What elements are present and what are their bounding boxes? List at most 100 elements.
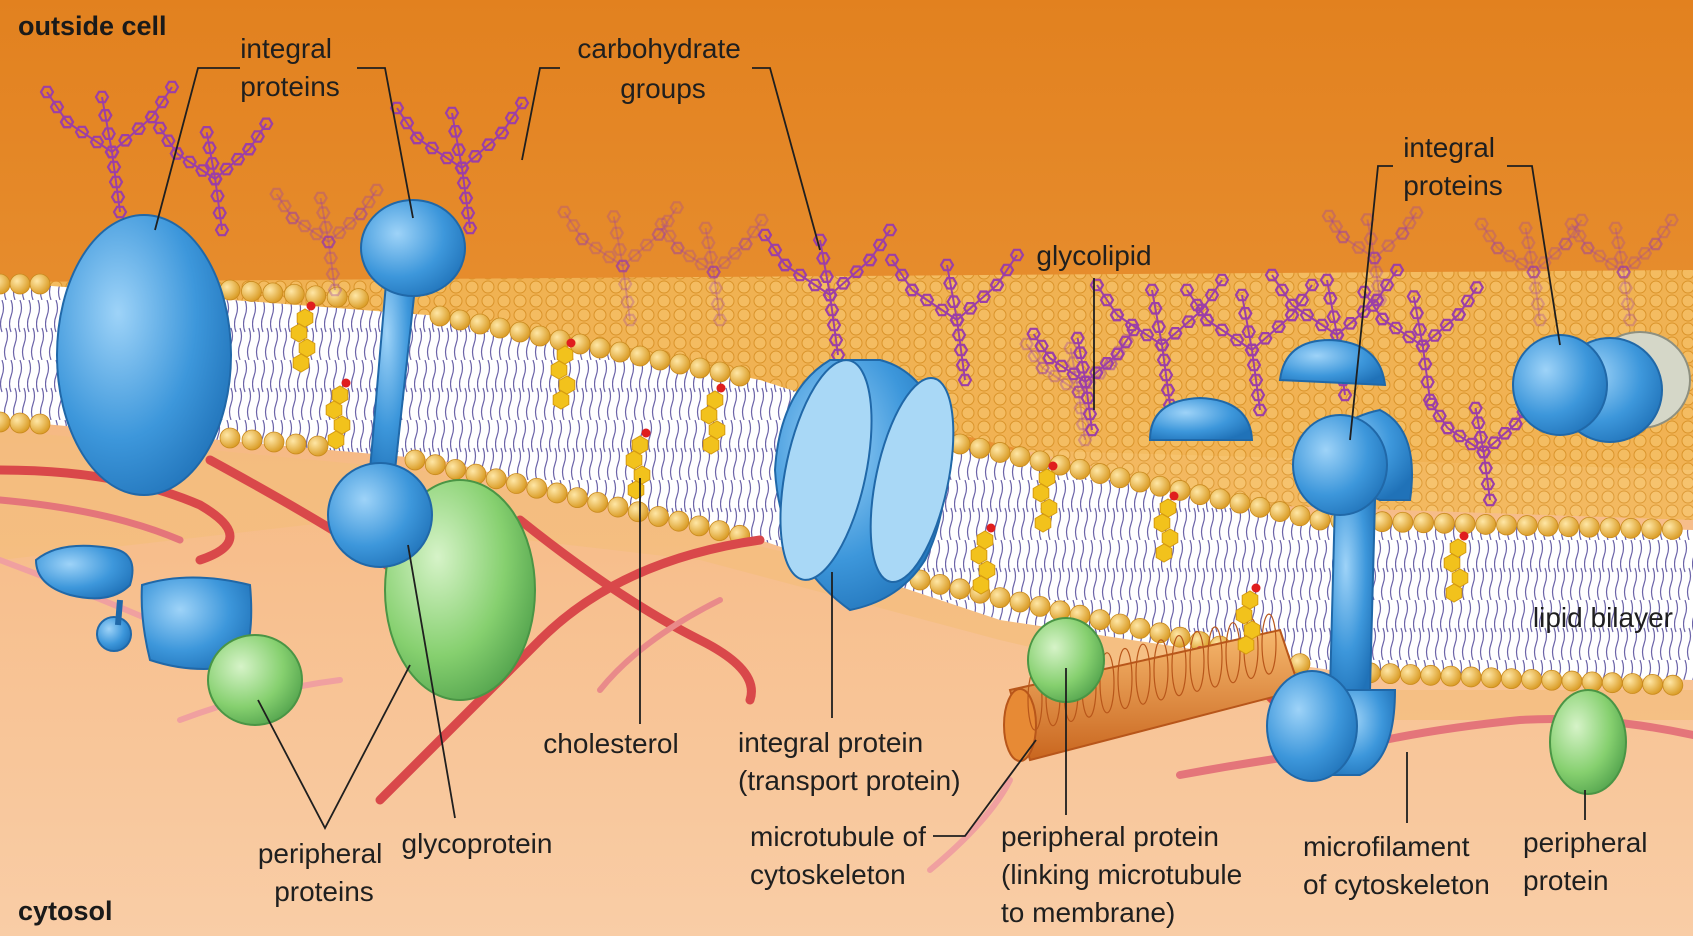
sugar-unit — [1664, 213, 1679, 227]
sugar-unit — [1482, 493, 1498, 507]
phospholipid-head — [241, 429, 263, 451]
sugar-unit — [1460, 294, 1476, 308]
sugar-unit — [1073, 346, 1088, 359]
phospholipid-head — [1578, 516, 1600, 538]
sugar-unit — [321, 235, 336, 249]
sugar-unit — [1070, 331, 1085, 345]
sugar-unit — [321, 235, 336, 249]
sugar-unit — [639, 238, 655, 252]
sugar-unit — [609, 226, 625, 240]
sugar-unit — [1409, 306, 1425, 320]
sugar-unit — [89, 135, 105, 149]
sugar-unit — [1335, 230, 1351, 244]
carbohydrate-bond — [1336, 299, 1378, 336]
sugar-unit — [777, 258, 793, 272]
phospholipid-head — [607, 496, 629, 518]
leader-integral-right-a — [1349, 165, 1393, 441]
sugar-unit — [824, 303, 840, 317]
carbohydrate-group — [39, 80, 180, 219]
sugar-unit — [108, 175, 124, 189]
sugar-unit — [1189, 298, 1205, 312]
phospholipid-head — [1521, 669, 1542, 690]
carbohydrate-bond — [1251, 314, 1293, 351]
sugar-unit — [1252, 403, 1268, 417]
leader-integral-right-b — [1507, 165, 1561, 346]
sugar-unit — [622, 313, 638, 327]
carbohydrate-bond — [319, 197, 330, 243]
phospholipid-head — [629, 345, 651, 367]
sugar-unit — [1321, 209, 1337, 223]
phospholipid-head — [668, 510, 690, 532]
label-peripheral-proteins: peripheral proteins — [258, 838, 390, 907]
sugar-unit — [882, 223, 898, 237]
sugar-unit — [612, 243, 628, 256]
carbohydrate-bond — [677, 247, 715, 273]
phospholipid-head — [1433, 512, 1455, 534]
sugar-unit — [1284, 298, 1300, 312]
peripheral-protein-blue-small — [96, 616, 132, 652]
phospholipid-head — [1558, 516, 1580, 538]
label-peripheral-protein-right: peripheral protein — [1523, 827, 1655, 896]
carbohydrate-bond — [1422, 313, 1460, 347]
sugar-unit — [468, 150, 483, 163]
sugar-unit — [894, 268, 910, 282]
carbohydrate-bond — [581, 238, 624, 267]
sugar-unit — [615, 259, 631, 273]
sugar-unit — [104, 145, 120, 159]
cholesterol-hydroxyl — [306, 301, 316, 311]
sugar-unit — [717, 256, 732, 269]
sugar-unit — [662, 229, 677, 243]
phospholipid-heads — [0, 273, 1684, 696]
carbohydrate-bond — [1614, 227, 1625, 273]
microfilament-strand — [0, 496, 184, 544]
carbohydrate-group — [1089, 273, 1230, 412]
carbohydrate-bond — [451, 112, 463, 169]
carbohydrate-bond — [1084, 353, 1119, 383]
integral-protein-dumbbell-foot — [1266, 670, 1358, 782]
cholesterol-rings — [1153, 498, 1179, 563]
integral-protein-dumbbell-head — [1292, 414, 1388, 516]
phospholipid-head — [1413, 512, 1435, 534]
sugar-unit — [1078, 375, 1093, 389]
phospholipid-head — [1289, 505, 1311, 527]
cholesterol-rings — [970, 530, 996, 595]
phospholipid-head — [262, 282, 284, 304]
sugar-unit — [297, 219, 312, 233]
sugar-unit — [1335, 230, 1351, 244]
sugar-unit — [1622, 313, 1638, 327]
sugar-unit — [1564, 217, 1579, 231]
phospholipid-head — [1620, 517, 1642, 539]
sugar-unit — [1532, 313, 1548, 327]
microtubule-ring — [1171, 634, 1187, 697]
sugar-unit — [460, 206, 476, 220]
sugar-unit — [202, 141, 217, 155]
sugar-unit — [1372, 293, 1388, 307]
sugar-unit — [74, 125, 90, 139]
region-outside-cell: outside cell — [18, 11, 167, 41]
cholesterol-hydroxyl — [1459, 531, 1469, 541]
cholesterol-hydroxyl — [641, 428, 651, 438]
phospholipid-head — [1109, 467, 1131, 489]
phospholipid-head — [29, 273, 51, 295]
sugar-unit — [110, 190, 126, 204]
sugar-unit — [161, 134, 176, 147]
sugar-unit — [1370, 279, 1386, 293]
label-microtubule: microtubule of cytoskeleton — [750, 821, 934, 890]
sugar-unit — [615, 259, 631, 273]
sugar-unit — [1168, 327, 1183, 340]
sugar-unit — [462, 221, 478, 235]
sugar-unit — [439, 151, 455, 165]
sugar-unit — [1154, 338, 1170, 352]
phospholipid-head — [1089, 609, 1111, 630]
sugar-unit — [318, 221, 334, 234]
sugar-unit — [822, 288, 838, 302]
cholesterol-hydroxyl — [716, 383, 726, 393]
microtubule-ring — [1117, 647, 1133, 710]
sugar-unit — [849, 265, 864, 278]
sugar-unit — [828, 333, 844, 347]
carbohydrate-chains — [39, 80, 1679, 507]
leader-microtubule — [933, 739, 1037, 837]
sugar-unit — [316, 206, 331, 219]
sugar-unit — [1343, 317, 1358, 330]
phospholipid-head — [1149, 475, 1171, 497]
